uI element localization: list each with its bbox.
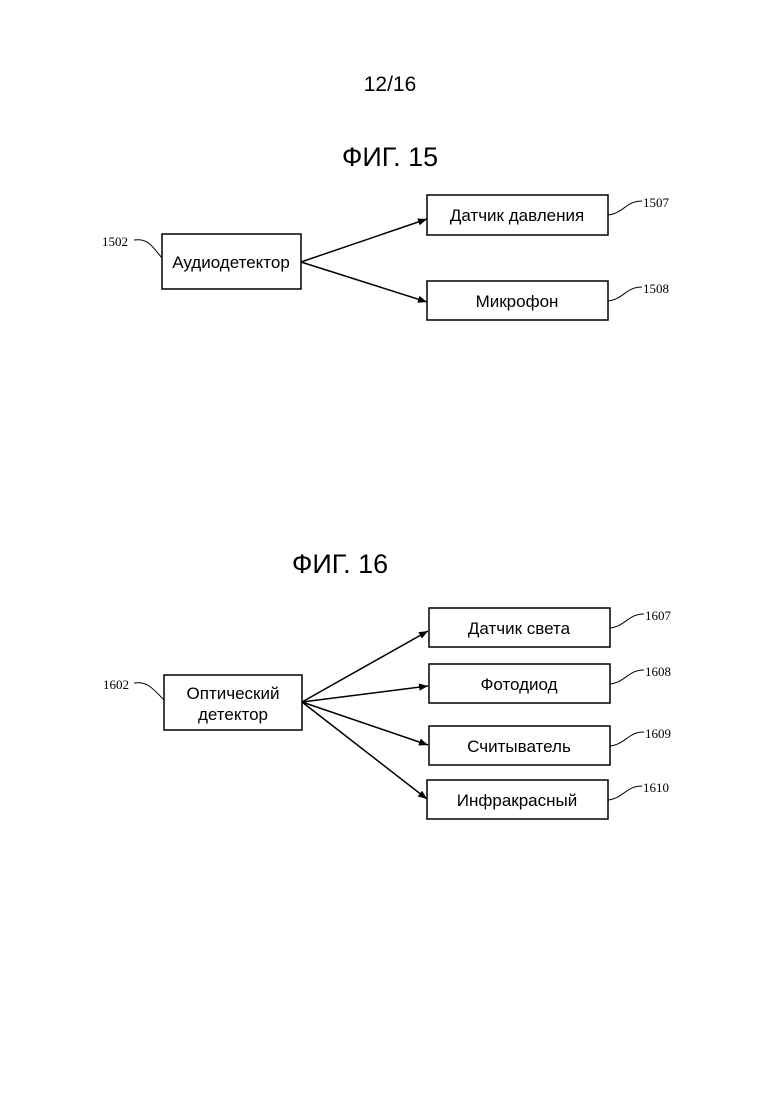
fig16-target-label-2: Фотодиод (480, 675, 557, 694)
fig16-target-ref-2: 1608 (645, 664, 671, 679)
figure-15: ФИГ. 15 Аудиодетектор 1502 Датчик давлен… (102, 142, 670, 320)
fig16-arrow-4 (302, 702, 427, 799)
fig15-arrow-2 (301, 262, 427, 302)
fig15-target-node-2: Микрофон 1508 (427, 281, 669, 320)
fig15-target-leader-2 (608, 287, 642, 301)
fig15-arrow-1 (301, 219, 427, 262)
figure-15-title: ФИГ. 15 (342, 142, 438, 172)
fig16-source-label-line1: Оптический (187, 684, 280, 703)
fig16-source-label-line2: детектор (198, 705, 268, 724)
fig16-target-leader-2 (610, 670, 644, 684)
fig15-source-leader (134, 240, 162, 258)
fig16-target-node-1: Датчик света 1607 (429, 608, 672, 647)
fig15-target-ref-2: 1508 (643, 281, 669, 296)
fig16-arrow-2 (302, 686, 428, 702)
fig16-target-ref-3: 1609 (645, 726, 671, 741)
fig16-target-label-3: Считыватель (467, 737, 571, 756)
fig15-target-node-1: Датчик давления 1507 (427, 195, 670, 235)
fig15-source-ref: 1502 (102, 234, 128, 249)
figure-16-title: ФИГ. 16 (292, 549, 388, 579)
fig15-target-label-2: Микрофон (476, 292, 559, 311)
fig16-arrow-1 (302, 631, 428, 702)
fig16-target-ref-1: 1607 (645, 608, 672, 623)
fig16-target-label-1: Датчик света (468, 619, 571, 638)
fig15-target-leader-1 (608, 201, 642, 215)
fig16-target-leader-4 (608, 786, 642, 800)
fig15-source-node: Аудиодетектор (162, 234, 301, 289)
fig16-target-label-4: Инфракрасный (457, 791, 577, 810)
fig16-target-leader-3 (610, 732, 644, 746)
fig15-target-ref-1: 1507 (643, 195, 670, 210)
fig16-source-leader (134, 683, 164, 700)
fig16-target-node-3: Считыватель 1609 (429, 726, 671, 765)
fig15-source-label: Аудиодетектор (172, 253, 290, 272)
fig16-arrow-3 (302, 702, 428, 745)
fig15-target-label-1: Датчик давления (450, 206, 584, 225)
figure-16: ФИГ. 16 Оптический детектор 1602 Датчик … (103, 549, 672, 819)
fig16-target-node-4: Инфракрасный 1610 (427, 780, 669, 819)
fig16-source-ref: 1602 (103, 677, 129, 692)
fig16-source-node: Оптический детектор (164, 675, 302, 730)
fig16-target-leader-1 (610, 614, 644, 628)
fig16-target-node-2: Фотодиод 1608 (429, 664, 671, 703)
page-number: 12/16 (364, 73, 417, 96)
fig16-target-ref-4: 1610 (643, 780, 669, 795)
